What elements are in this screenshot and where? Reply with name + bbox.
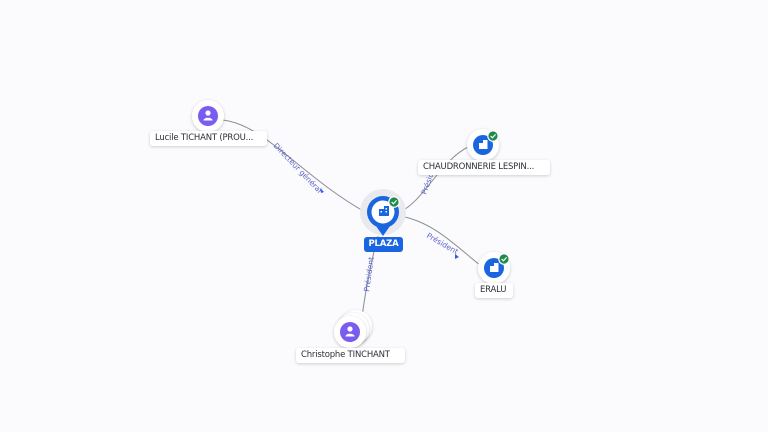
node-label-plaza[interactable]: PLAZA	[364, 237, 403, 252]
edge-arrow	[320, 188, 324, 193]
edge-label-directeur-general: Directeur général	[272, 141, 324, 195]
company-building-icon	[490, 263, 499, 272]
edge-plaza-eralu	[399, 215, 481, 266]
node-plaza[interactable]	[360, 189, 406, 236]
edge-lucile-plaza	[222, 119, 366, 213]
edge-arrow	[455, 254, 459, 259]
node-eralu[interactable]	[478, 252, 510, 284]
person-icon	[345, 326, 355, 337]
verified-check-icon	[498, 253, 510, 265]
map-pin-tail	[376, 226, 390, 236]
node-lucile-tichant[interactable]	[192, 100, 224, 132]
node-christophe-tinchant[interactable]	[334, 310, 372, 348]
verified-check-icon	[388, 196, 400, 208]
company-building-icon	[479, 140, 488, 149]
node-label-eralu[interactable]: ERALU	[475, 283, 513, 298]
node-label-lucile[interactable]: Lucile TICHANT (PROU...	[150, 131, 267, 146]
edge-label-president-christophe: Président	[362, 256, 376, 292]
edge-plaza-chaudronnerie	[399, 145, 471, 213]
node-label-chaudronnerie[interactable]: CHAUDRONNERIE LESPIN...	[418, 160, 550, 175]
person-avatar	[198, 106, 218, 126]
verified-check-icon	[487, 130, 499, 142]
node-chaudronnerie[interactable]	[467, 129, 499, 161]
company-building-icon	[379, 206, 389, 216]
node-label-christophe[interactable]: Christophe TINCHANT	[296, 348, 405, 363]
person-icon	[203, 110, 213, 121]
person-avatar	[340, 322, 360, 342]
